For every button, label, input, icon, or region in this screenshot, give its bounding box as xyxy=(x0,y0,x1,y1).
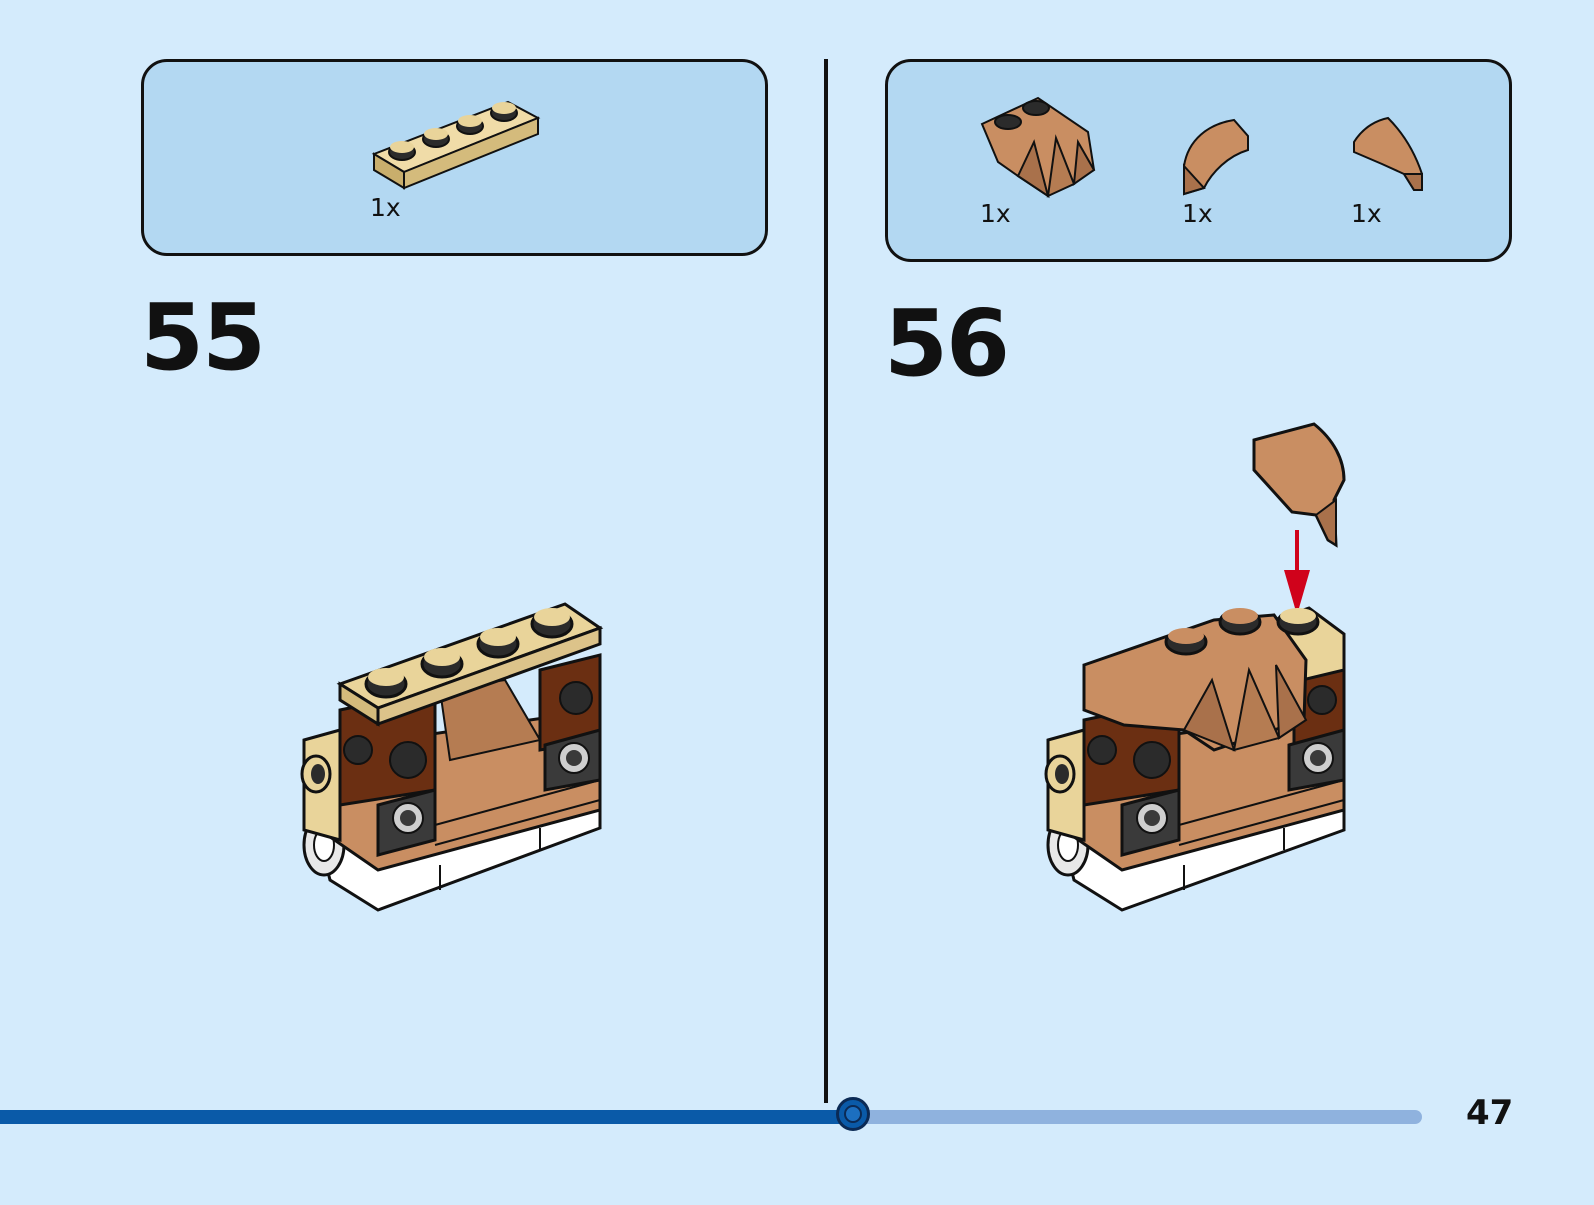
step-number: 56 xyxy=(884,298,1008,390)
part-quantity: 1x xyxy=(1182,199,1213,228)
parts-callout-step-56: 1x 1x 1x xyxy=(885,59,1512,262)
brown-wedge-slope-icon xyxy=(978,92,1098,202)
brown-curved-slope-left-icon xyxy=(1178,116,1258,196)
tan-plate-1x4-icon xyxy=(372,94,542,190)
step-divider xyxy=(824,59,828,1103)
progress-bar xyxy=(0,1110,1422,1124)
vehicle-model-step-55-illustration xyxy=(300,600,610,915)
progress-fill xyxy=(0,1110,853,1124)
vehicle-model-step-56-illustration xyxy=(1044,420,1354,915)
progress-knob xyxy=(836,1097,870,1131)
brown-curved-slope-right-icon xyxy=(1348,116,1428,196)
part-quantity: 1x xyxy=(980,199,1011,228)
page-number: 47 xyxy=(1466,1093,1513,1133)
part-quantity: 1x xyxy=(370,193,401,222)
part-quantity: 1x xyxy=(1351,199,1382,228)
parts-callout-step-55: 1x xyxy=(141,59,768,256)
step-number: 55 xyxy=(140,292,264,384)
